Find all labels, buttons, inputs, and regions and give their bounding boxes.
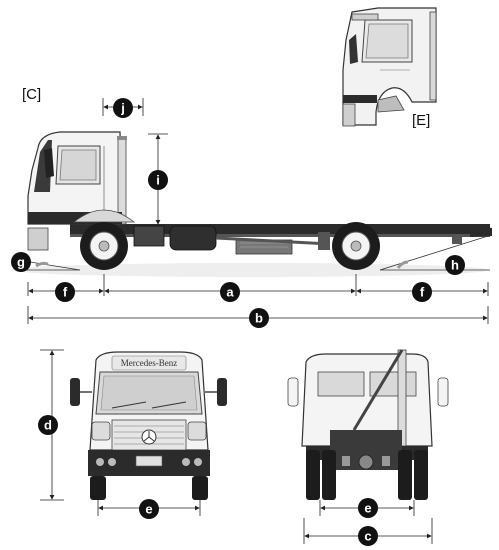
marker-a-label: a xyxy=(226,285,234,300)
marker-d-label: d xyxy=(44,418,52,433)
marker-h: h xyxy=(445,255,465,275)
marker-f-rear: f xyxy=(412,282,432,302)
view-label-cab-rear: [E] xyxy=(412,112,430,129)
marker-b: b xyxy=(249,308,269,328)
marker-e-rear: e xyxy=(358,498,378,518)
cab-only-view xyxy=(342,7,437,127)
view-label-side: [C] xyxy=(22,86,41,103)
front-view-truck xyxy=(70,351,227,500)
marker-f-rear-label: f xyxy=(420,285,425,300)
marker-f-front-label: f xyxy=(63,285,68,300)
marker-g-label: g xyxy=(17,255,25,270)
marker-j: j xyxy=(113,98,133,118)
marker-g: g xyxy=(11,252,31,272)
marker-b-label: b xyxy=(255,311,263,326)
marker-f-front: f xyxy=(55,282,75,302)
marker-j-label: j xyxy=(120,101,125,116)
brand-text: Mercedes-Benz xyxy=(121,358,177,368)
marker-a: a xyxy=(220,282,240,302)
side-view-truck xyxy=(10,131,492,277)
marker-i: i xyxy=(148,170,168,190)
marker-e-rear-label: e xyxy=(364,501,371,516)
marker-d: d xyxy=(38,415,58,435)
marker-c: c xyxy=(358,526,378,546)
marker-e-front: e xyxy=(139,499,159,519)
rear-view-truck xyxy=(287,349,449,500)
marker-h-label: h xyxy=(451,258,459,273)
marker-e-front-label: e xyxy=(145,502,152,517)
marker-i-label: i xyxy=(156,173,160,188)
marker-c-label: c xyxy=(364,529,371,544)
